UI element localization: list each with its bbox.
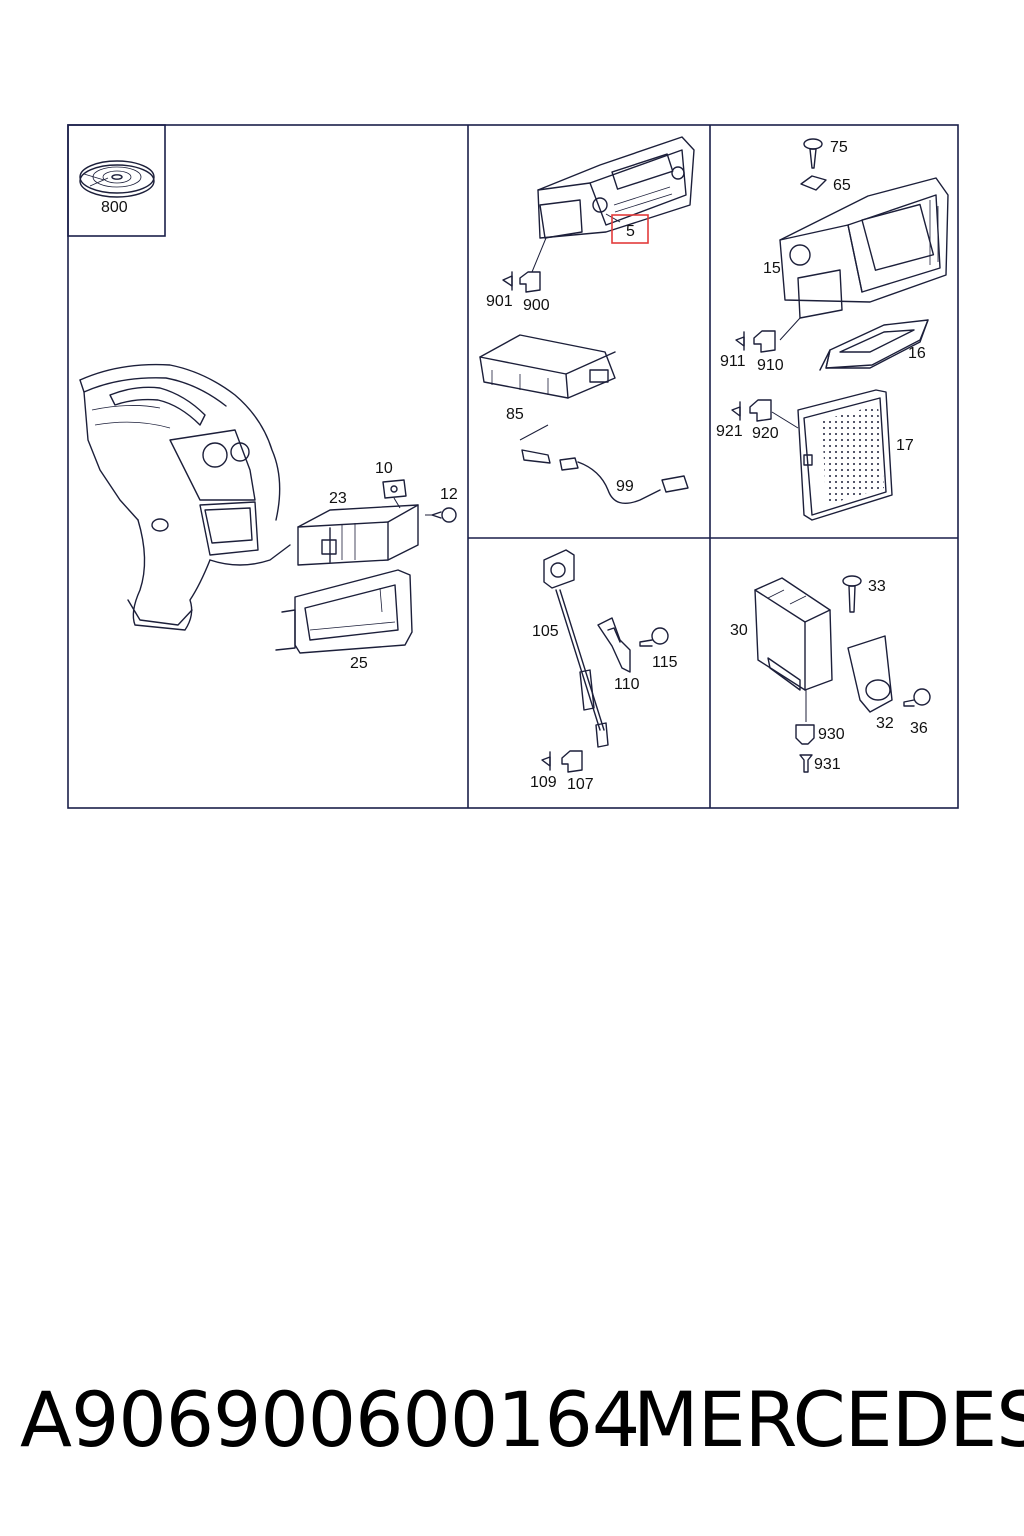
highlight-box-5	[611, 214, 649, 244]
mounting-plate-32-part[interactable]	[847, 635, 893, 713]
amplifier-17-part[interactable]	[797, 389, 893, 521]
callout-109: 109	[530, 774, 557, 791]
callout-labels: 800 5 901 900 85 99 75 65 15 911 910 16 …	[101, 139, 928, 793]
callout-33: 33	[868, 578, 886, 595]
callout-115: 115	[652, 654, 678, 671]
callout-30: 30	[730, 622, 748, 639]
screw-33-part[interactable]	[842, 575, 862, 613]
screw-12-part[interactable]	[425, 507, 457, 523]
product-caption: A906900600164 MERCEDES	[0, 1370, 1024, 1470]
callout-107: 107	[567, 776, 594, 793]
callout-36: 36	[910, 720, 928, 737]
cd-disc-800-part[interactable]	[79, 160, 155, 198]
callout-5: 5	[626, 223, 635, 240]
callout-105: 105	[532, 623, 559, 640]
callout-23: 23	[329, 490, 347, 507]
screw-115-part[interactable]	[639, 627, 669, 647]
callout-920: 920	[752, 425, 779, 442]
callout-921: 921	[716, 423, 743, 440]
clip-10-part[interactable]	[382, 479, 407, 509]
dashboard-illustration	[79, 363, 291, 631]
parts-diagram: 800 5 901 900 85 99 75 65 15 911 910 16 …	[67, 124, 959, 809]
connector-911-910-part[interactable]	[735, 330, 776, 353]
mounting-frame-23-part[interactable]	[297, 504, 419, 566]
callout-110: 110	[614, 676, 640, 693]
callout-930: 930	[818, 726, 845, 743]
callout-25: 25	[350, 655, 368, 672]
cable-99-part[interactable]	[519, 424, 689, 504]
callout-16: 16	[908, 345, 926, 362]
callout-800: 800	[101, 199, 128, 216]
part-number: A906900600164	[20, 1375, 640, 1464]
callout-900: 900	[523, 297, 550, 314]
radio-unit-5-part[interactable]	[531, 136, 695, 273]
callout-85: 85	[506, 406, 524, 423]
callout-32: 32	[876, 715, 894, 732]
callout-911: 911	[720, 353, 746, 370]
callout-65: 65	[833, 177, 851, 194]
screw-36-part[interactable]	[903, 688, 931, 707]
connector-921-920-part[interactable]	[731, 399, 799, 429]
callout-17: 17	[896, 437, 914, 454]
callout-75: 75	[830, 139, 848, 156]
trim-bezel-25-part[interactable]	[275, 569, 413, 654]
brand-name: MERCEDES	[633, 1375, 1024, 1464]
callout-931: 931	[814, 756, 841, 773]
callout-10: 10	[375, 460, 393, 477]
connector-930-931-part[interactable]	[795, 690, 815, 773]
callout-12: 12	[440, 486, 458, 503]
callout-15: 15	[763, 260, 781, 277]
hard-drive-16-part[interactable]	[819, 319, 929, 371]
clip-65-part[interactable]	[800, 175, 827, 191]
navigation-unit-15-part[interactable]	[779, 177, 949, 341]
callout-910: 910	[757, 357, 784, 374]
control-module-85-part[interactable]	[479, 334, 616, 399]
screw-75-part[interactable]	[803, 138, 823, 169]
clip-110-part[interactable]	[597, 617, 631, 673]
callout-99: 99	[616, 478, 634, 495]
antenna-cable-105-part[interactable]	[543, 549, 609, 748]
diagram-frame	[67, 124, 959, 809]
connector-109-107-part[interactable]	[541, 750, 583, 773]
callout-901: 901	[486, 293, 513, 310]
connector-901-900-part[interactable]	[502, 271, 541, 293]
control-module-30-part[interactable]	[754, 577, 833, 691]
